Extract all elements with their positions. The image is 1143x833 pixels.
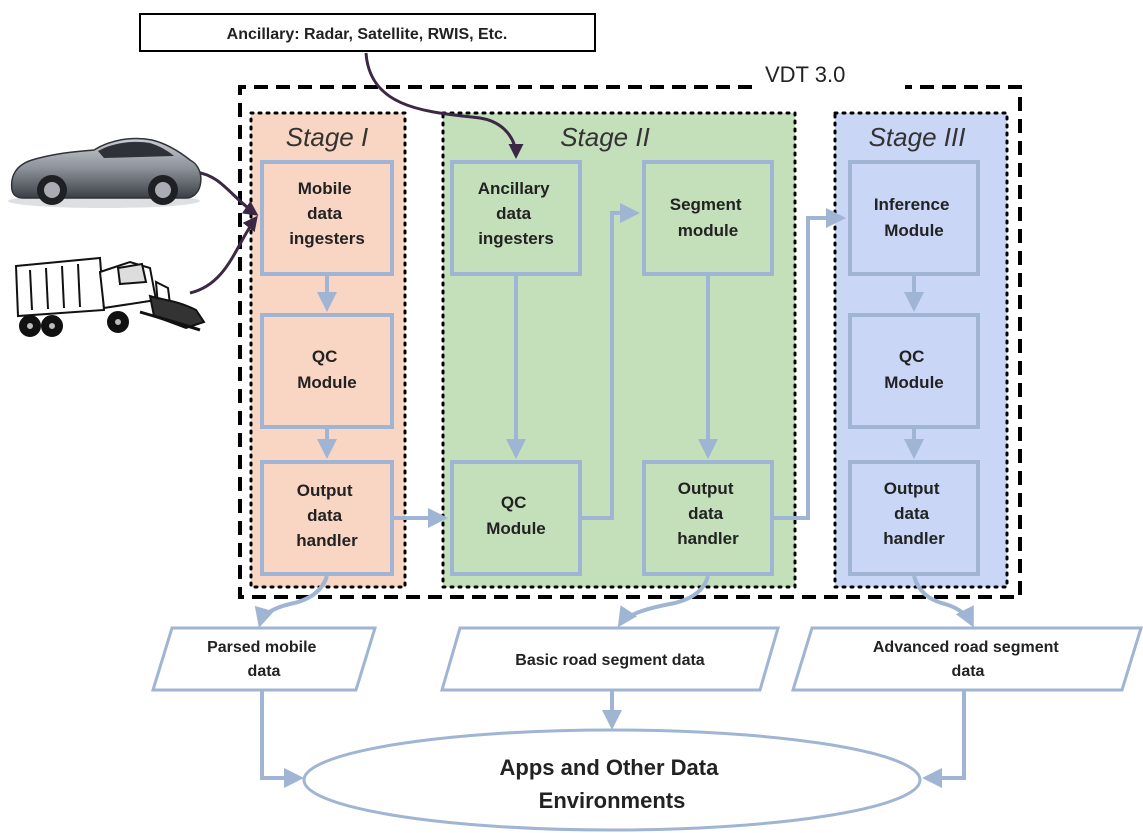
arrow-car-to-ingesters [195, 170, 259, 216]
ancillary-source-label: Ancillary: Radar, Satellite, RWIS, Etc. [227, 26, 508, 43]
svg-text:Output data handle: Output data handler [883, 479, 945, 548]
stage2-output-handler-box: Output data handler [642, 460, 774, 576]
ancillary-source-box [139, 13, 596, 52]
stage1-qc-module-box: QC Module [260, 313, 394, 429]
stage3-output-handler-box: Output data handler [848, 460, 980, 576]
stage1-mobile-ingesters-box: Mobile data ingesters [260, 160, 394, 276]
svg-text:Ancillary data ing: Ancillary data ingesters [478, 179, 555, 248]
stage2-qc-module-box: QC Module [450, 460, 582, 576]
svg-text:QC Module: QC Module [884, 347, 944, 392]
arrow-s2-qc-to-segment [582, 203, 640, 520]
stage1-title: Stage I [286, 122, 368, 152]
arrow-truck-to-ingesters [189, 215, 258, 295]
vdt-boundary [238, 85, 1022, 599]
svg-text:QC Module: QC Module [297, 347, 357, 392]
arrow-s1-to-parsed [254, 575, 329, 628]
svg-text:Inference Module: Inference Module [874, 195, 954, 240]
stage3-inference-module-box: Inference Module [848, 160, 980, 276]
svg-text:Mobile data ingest: Mobile data ingesters [289, 179, 365, 248]
arrow-advanced-to-apps [922, 690, 966, 788]
arrow-parsed-to-apps [260, 690, 304, 788]
svg-text:Output data handle: Output data handler [677, 479, 739, 548]
output-basic-road-segment-data: Basic road segment data [440, 626, 780, 692]
output-advanced-road-segment-data: Advanced road segment data [790, 626, 1143, 692]
arrow-s2-output-to-inference [774, 208, 846, 520]
stage2-ancillary-ingesters-box: Ancillary data ingesters [450, 160, 582, 276]
stage2-title: Stage II [560, 122, 650, 152]
snowplow-truck-icon [14, 256, 206, 337]
stage1-output-handler-box: Output data handler [260, 460, 394, 576]
svg-text:Apps and Other Data Envi: Apps and Other Data Environments [500, 755, 725, 813]
svg-text:Advanced road segment da: Advanced road segment data [873, 639, 1063, 680]
svg-text:Segment module: Segment module [670, 195, 747, 240]
car-icon [8, 137, 202, 208]
arrow-ancillary-to-ingesters [364, 52, 524, 159]
vdt-label: VDT 3.0 [765, 62, 845, 87]
svg-text:QC Module: QC Module [486, 493, 546, 538]
apps-and-environments-ellipse: Apps and Other Data Environments [302, 728, 922, 832]
stage3-qc-module-box: QC Module [848, 313, 980, 429]
output-parsed-mobile-data: Parsed mobile data [150, 626, 378, 692]
svg-text:Parsed mobile data: Parsed mobile data [207, 639, 321, 680]
stage2-segment-module-box: Segment module [642, 160, 774, 276]
arrow-s2-to-basic [617, 575, 710, 628]
svg-text:Basic road segment data: Basic road segment data [515, 652, 705, 669]
svg-text:Output data handle: Output data handler [296, 481, 358, 550]
stage3-title: Stage III [869, 122, 966, 152]
arrow-s3-to-advanced [912, 575, 974, 628]
